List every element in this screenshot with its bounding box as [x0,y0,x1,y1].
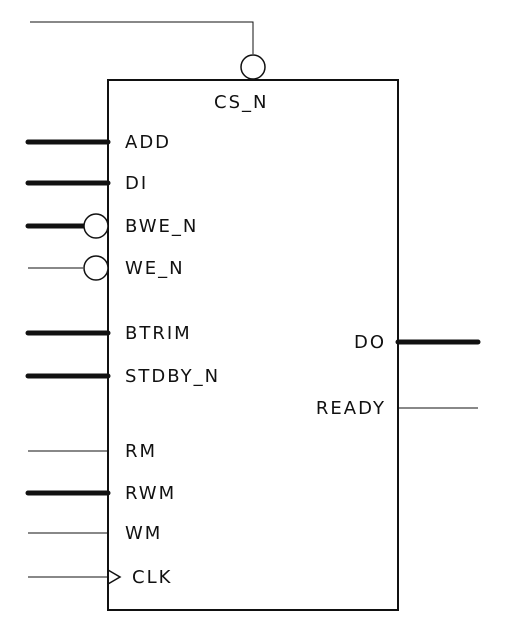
pin-rwm-label: RWM [125,483,176,504]
pin-ready: READY [316,398,478,419]
pin-clk-label: CLK [132,567,172,588]
pin-add-label: ADD [125,132,171,153]
pin-cs-n-wire [30,21,254,54]
pin-do: DO [354,332,481,353]
pin-we-n: WE_N [28,255,185,281]
pin-wm-label: WM [125,523,162,544]
pin-btrim: BTRIM [25,323,192,344]
pin-rwm: RWM [25,483,176,504]
pin-rm-label: RM [125,441,157,462]
pin-bwe-n-label: BWE_N [125,216,198,237]
left-pins: ADD DI BWE_N WE_N BTRIM STDBY_N RM RWM WM CLK [25,132,220,588]
pin-bwe-n: BWE_N [25,213,198,239]
right-pins: DO READY [316,332,481,419]
pin-stdby-n-label: STDBY_N [125,366,220,387]
pin-di-label: DI [125,173,148,194]
pin-rm: RM [28,441,157,462]
pin-cs-n-inversion-bubble [240,54,266,80]
pin-cs-n: CS_N [30,21,268,113]
pin-clk: CLK [28,567,172,588]
pin-do-label: DO [354,332,386,353]
pin-ready-label: READY [316,398,386,419]
pin-cs-n-label: CS_N [214,92,268,113]
pin-bwe-n-inversion-bubble [83,213,109,239]
pin-di: DI [25,173,148,194]
pin-add: ADD [25,132,171,153]
pin-clk-clock-marker [107,569,122,585]
pin-wm: WM [28,523,162,544]
pin-we-n-label: WE_N [125,258,185,279]
pin-btrim-label: BTRIM [125,323,192,344]
pin-we-n-inversion-bubble [83,255,109,281]
memory-block-body [107,79,399,611]
pin-stdby-n: STDBY_N [25,366,220,387]
